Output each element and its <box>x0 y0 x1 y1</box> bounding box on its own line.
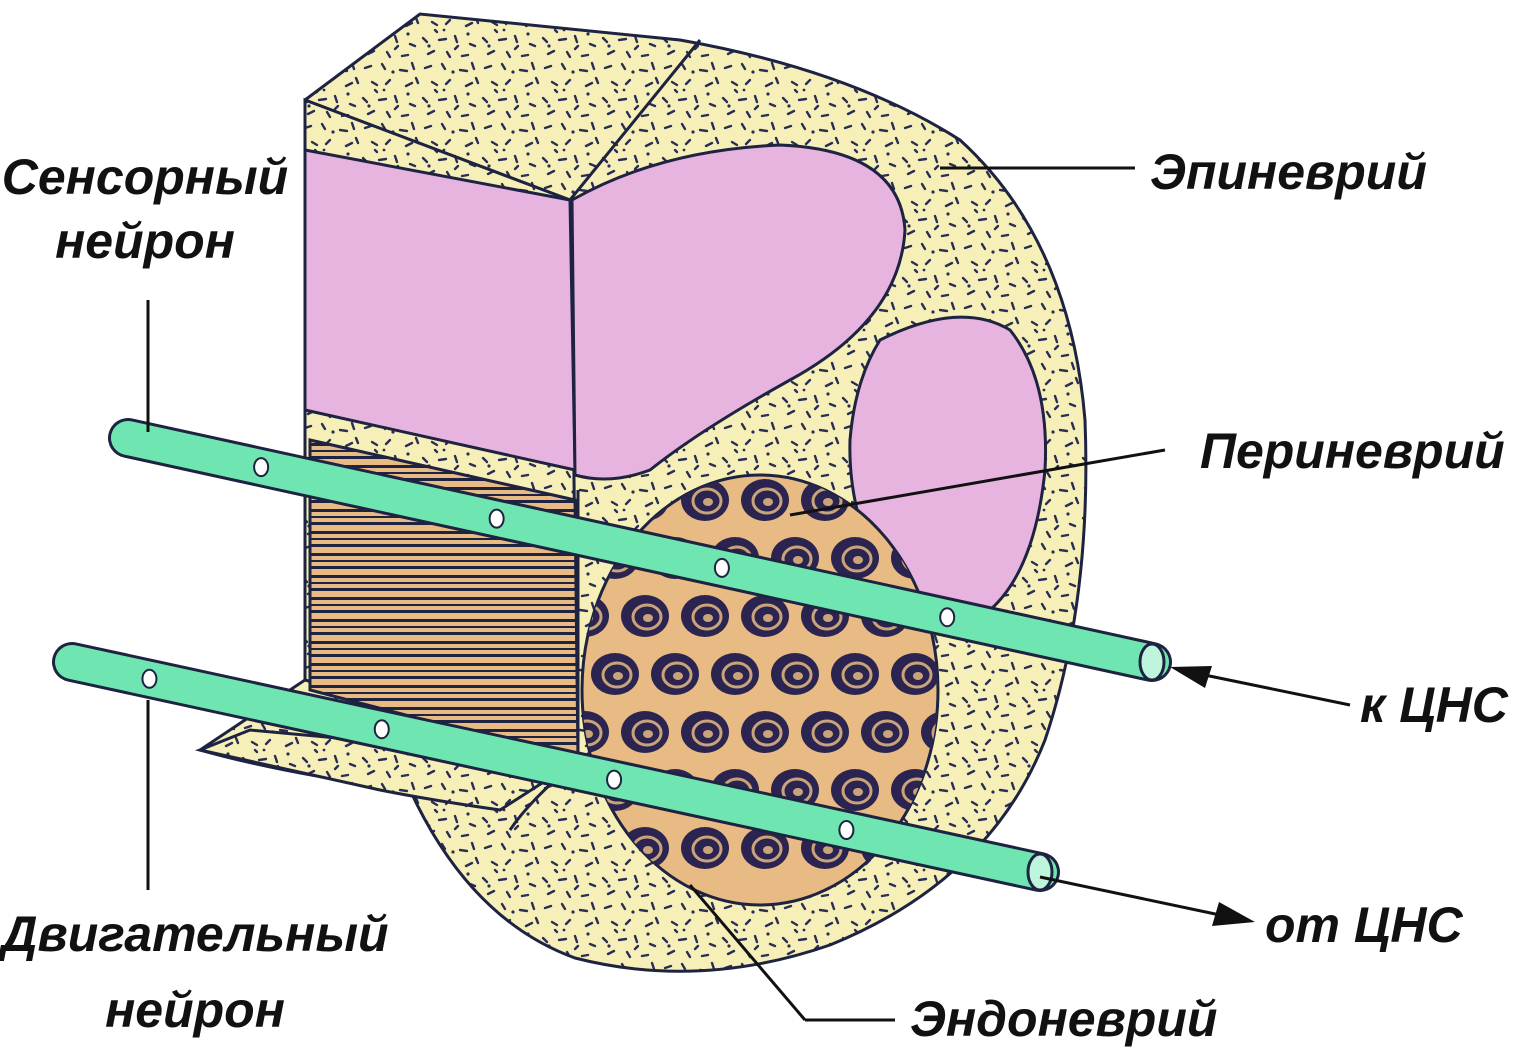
node-of-ranvier <box>939 607 956 628</box>
fiber-profile <box>651 653 699 695</box>
right-fascicle <box>848 315 1048 612</box>
fiber-profile <box>591 653 639 695</box>
fiber-profile <box>741 595 789 637</box>
node-of-ranvier <box>713 557 730 578</box>
to-cns-arrow-line <box>1189 670 1351 707</box>
axon-end-cap <box>1138 642 1166 682</box>
endoneurium-label: Эндоневрий <box>910 991 1218 1047</box>
sensory-line2: нейрон <box>55 213 235 269</box>
from-cns-arrowhead <box>1212 902 1255 926</box>
sensory-neuron-label: Сенсорный нейрон <box>0 148 290 270</box>
fiber-profile <box>831 769 879 811</box>
node-of-ranvier <box>373 719 390 740</box>
fiber-profile <box>681 595 729 637</box>
to-cns-arrowhead <box>1170 666 1212 688</box>
motor-line2: нейрон <box>105 982 285 1038</box>
fiber-profile <box>891 653 938 695</box>
fiber-profile <box>831 537 879 579</box>
epineurium-label: Эпиневрий <box>1150 144 1427 200</box>
sensory-line1: Сенсорный <box>1 149 289 205</box>
endoneurium-leader-line <box>688 884 807 1021</box>
motor-line1: Двигательный <box>1 906 389 962</box>
node-of-ranvier <box>838 820 855 840</box>
axon-end-cap <box>1026 852 1054 892</box>
fiber-profile <box>771 653 819 695</box>
perineurium-leader-line <box>789 448 1166 517</box>
to-cns-label: к ЦНС <box>1360 677 1508 733</box>
from-cns-label: от ЦНС <box>1265 897 1463 953</box>
perineurium-label: Периневрий <box>1200 423 1505 479</box>
from-cns-arrow-line <box>1039 875 1221 917</box>
fiber-profile <box>831 653 879 695</box>
fiber-profile <box>861 711 909 753</box>
node-of-ranvier <box>488 508 505 529</box>
fiber-profile <box>741 827 789 869</box>
fiber-profile <box>711 653 759 695</box>
fiber-profile <box>621 595 669 637</box>
fiber-profile <box>681 827 729 869</box>
motor-axon <box>52 642 1060 892</box>
motor-neuron-label: Двигательный нейрон <box>0 905 390 1039</box>
node-of-ranvier <box>606 769 623 790</box>
fiber-profile <box>621 711 669 753</box>
fiber-profile <box>681 711 729 753</box>
fiber-profile <box>741 479 789 521</box>
lower-wedge <box>194 728 583 812</box>
node-of-ranvier <box>253 457 270 478</box>
fiber-profile <box>801 711 849 753</box>
node-of-ranvier <box>141 668 158 689</box>
axons <box>52 418 1172 892</box>
upper-fascicle <box>570 143 907 481</box>
sensory-axon <box>108 418 1172 682</box>
fiber-profile <box>741 711 789 753</box>
